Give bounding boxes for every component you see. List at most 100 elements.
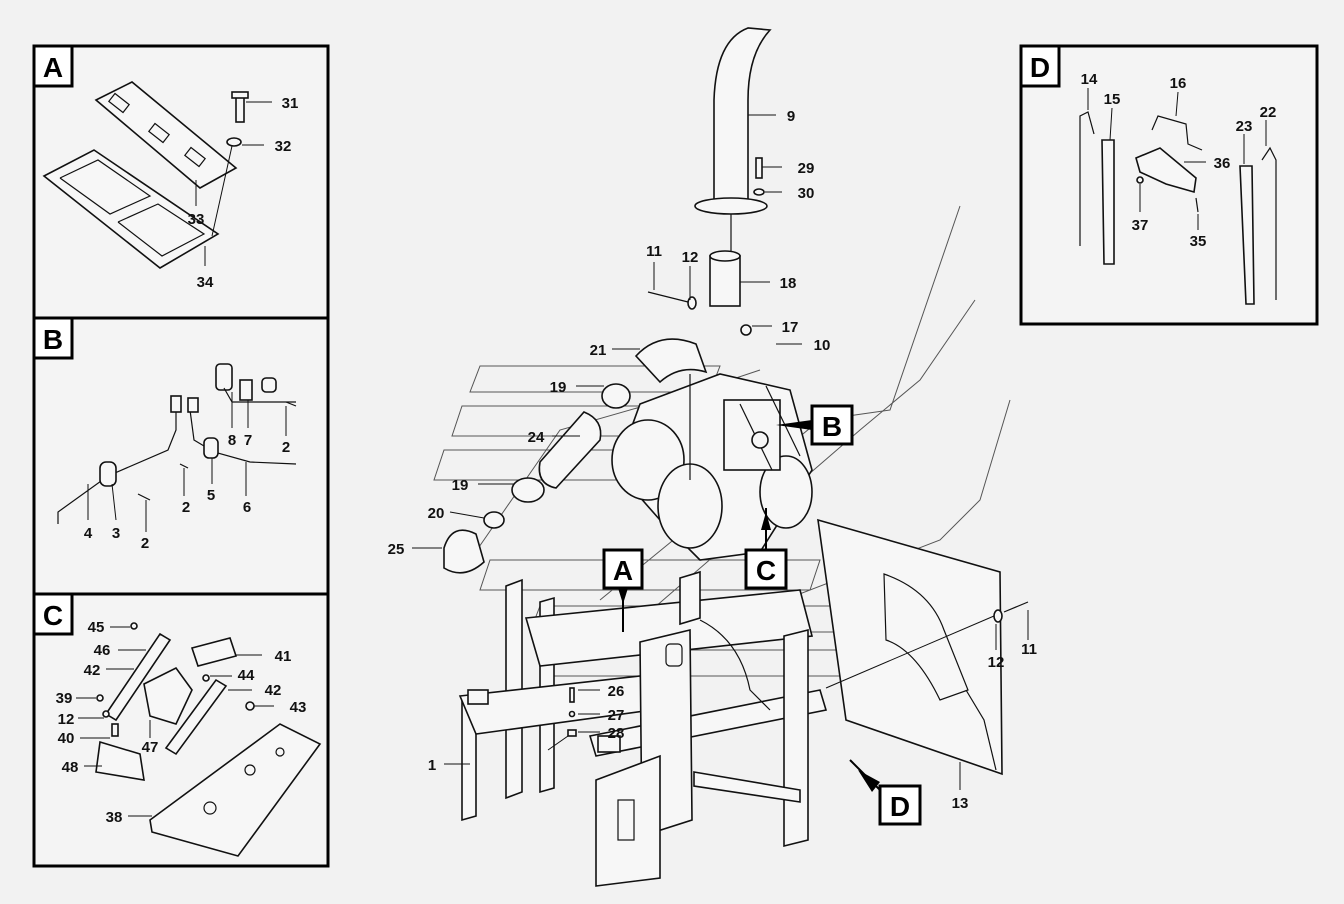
part-35	[1195, 197, 1199, 213]
panel-a-label: A	[43, 52, 63, 83]
view-marker-b: B	[776, 404, 854, 446]
washer-12-right	[993, 609, 1003, 623]
callout-45: 45	[88, 619, 105, 636]
view-marker-a: A	[602, 548, 644, 632]
panel-d-label: D	[1030, 52, 1050, 83]
strip-42b	[164, 678, 228, 756]
rod-14	[1079, 111, 1095, 246]
view-marker-d: D	[849, 759, 922, 826]
bolt-11-right	[1003, 601, 1029, 613]
engine-assembly	[611, 373, 813, 561]
panel-b-label: B	[43, 324, 63, 355]
ring-20	[483, 511, 505, 529]
callout-34: 34	[197, 274, 214, 291]
callout-2c: 2	[141, 535, 149, 552]
base-plate-38	[149, 723, 322, 857]
callout-28: 28	[608, 725, 625, 742]
callout-24: 24	[528, 429, 545, 446]
pipe-4	[57, 404, 177, 524]
callout-5: 5	[207, 487, 215, 504]
pipe-24	[538, 411, 602, 489]
main-view: 9 29 30 11 12 18 17 10 21 19 24 19 20 25…	[388, 27, 1037, 887]
plate-36	[1135, 147, 1197, 194]
nut-28	[567, 729, 577, 737]
cover-plate-34	[42, 149, 220, 269]
callout-41: 41	[275, 648, 292, 665]
panel-a: A 31 32 33 34	[32, 44, 330, 320]
callout-36: 36	[1214, 155, 1231, 172]
callout-21: 21	[590, 342, 607, 359]
callout-14: 14	[1081, 71, 1098, 88]
pipe-18	[709, 255, 741, 307]
stack-flange	[694, 197, 768, 215]
callout-15: 15	[1104, 91, 1121, 108]
panel-c-label: C	[43, 600, 63, 631]
callout-10: 10	[814, 337, 831, 354]
washer-30	[753, 188, 765, 196]
panel-d: D 14 16 15 22 23 36 37 35	[1019, 44, 1319, 326]
bolt-31	[235, 95, 245, 123]
callout-2b: 2	[182, 499, 190, 516]
callout-27: 27	[608, 707, 625, 724]
callout-9: 9	[787, 108, 795, 125]
callout-4: 4	[84, 525, 93, 542]
callout-32: 32	[275, 138, 292, 155]
part-37	[1136, 176, 1144, 184]
callout-43: 43	[290, 699, 307, 716]
bracket-15	[1101, 139, 1115, 265]
washer-27	[568, 710, 576, 718]
callout-38: 38	[106, 809, 123, 826]
bolt-26	[569, 687, 575, 703]
callout-33: 33	[188, 211, 205, 228]
callout-42a: 42	[84, 662, 101, 679]
washer-32	[226, 137, 242, 147]
callout-44: 44	[238, 667, 255, 684]
callout-22: 22	[1260, 104, 1277, 121]
callout-19-top: 19	[550, 379, 567, 396]
callout-19-bottom: 19	[452, 477, 469, 494]
clamp-5	[203, 437, 219, 459]
bracket-23	[1239, 165, 1255, 305]
view-marker-c: C	[744, 508, 788, 590]
side-panel-13	[817, 518, 1003, 776]
rod-16	[1151, 115, 1203, 151]
exhaust-stack-9	[713, 27, 772, 207]
callout-3: 3	[112, 525, 120, 542]
callout-13: 13	[952, 795, 969, 812]
callout-12-top: 12	[682, 249, 699, 266]
fitting-7	[239, 379, 253, 401]
fitting-8	[215, 363, 233, 391]
callout-7: 7	[244, 432, 252, 449]
callout-23: 23	[1236, 118, 1253, 135]
callout-40: 40	[58, 730, 75, 747]
callout-31: 31	[282, 95, 299, 112]
callout-16: 16	[1170, 75, 1187, 92]
frame-1	[458, 570, 828, 887]
callout-39: 39	[56, 690, 73, 707]
cover-plate-33	[94, 81, 238, 189]
mount-48	[95, 740, 145, 781]
callout-25: 25	[388, 541, 405, 558]
panel-b: B 8 7 2 2 5 6 4 3 2	[32, 316, 330, 596]
callout-37: 37	[1132, 217, 1149, 234]
nut-17	[740, 324, 752, 336]
rod-22	[1261, 146, 1277, 300]
bolt-29	[755, 157, 763, 179]
callout-29: 29	[798, 160, 815, 177]
clamp-19-bottom	[511, 477, 545, 503]
callout-42b: 42	[265, 682, 282, 699]
callout-11-right: 11	[1021, 641, 1037, 658]
callout-11-top: 11	[646, 243, 662, 260]
callout-1: 1	[428, 757, 436, 774]
callout-18: 18	[780, 275, 797, 292]
callout-17: 17	[782, 319, 799, 336]
mount-41	[190, 637, 238, 667]
svg-text:B: B	[822, 411, 842, 442]
callout-12-c: 12	[58, 711, 75, 728]
callout-8: 8	[228, 432, 236, 449]
callout-6: 6	[243, 499, 251, 516]
callout-20: 20	[428, 505, 445, 522]
callout-35: 35	[1190, 233, 1207, 250]
